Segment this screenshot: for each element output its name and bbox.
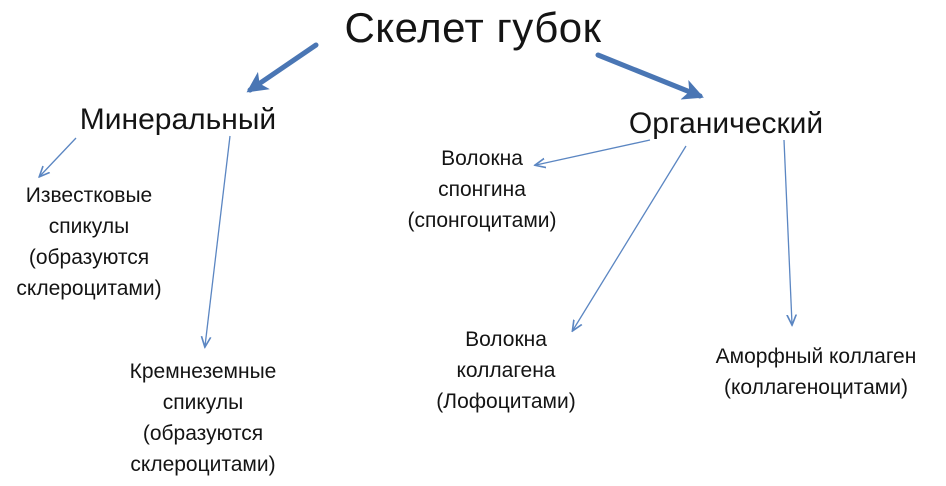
branch-mineral: Минеральный (79, 103, 277, 136)
arrow-title-to-mineral (246, 42, 319, 93)
arrow-organic-to-collagen-fibers (573, 145, 687, 330)
leaf-collagen-fibers: Волокна коллагена (Лофоцитами) (436, 328, 576, 413)
leaf-calcareous-spicules: Известковые спикулы (образуются склероци… (16, 184, 162, 300)
diagram-title: Скелет губок (344, 4, 602, 51)
leaf-amorphous-collagen: Аморфный коллаген (коллагеноцитами) (715, 345, 917, 399)
arrow-mineral-to-calcareous (40, 137, 77, 176)
arrow-title-to-organic (595, 52, 704, 100)
leaf-siliceous-spicules: Кремнеземные спикулы (образуются склероц… (129, 360, 277, 476)
arrow-organic-to-spongin (536, 139, 651, 165)
leaf-spongin-fibers: Волокна спонгина (спонгоцитами) (407, 147, 557, 232)
arrow-organic-to-amorphous-collagen (783, 139, 792, 324)
branch-organic: Органический (628, 107, 824, 140)
arrow-mineral-to-siliceous (205, 135, 231, 346)
